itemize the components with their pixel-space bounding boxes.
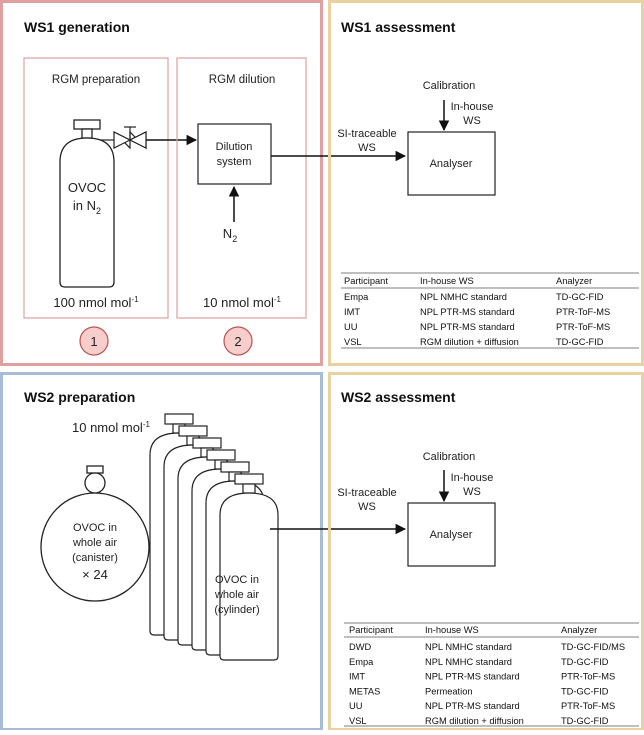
valve-icon: [100, 126, 147, 150]
ws1-cell-r3-c2: TD-GC-FID: [556, 337, 604, 347]
ws2-analyser-label: Analyser: [430, 529, 473, 541]
ws2-cell-r1-c0: Empa: [349, 657, 374, 667]
canister-line1: OVOC in: [73, 522, 117, 534]
ws2-header-analyzer: Analyzer: [561, 625, 597, 635]
rgm-preparation-concentration: 100 nmol mol-1: [53, 295, 139, 310]
cylinder-line1: OVOC in: [215, 574, 259, 586]
ws2-si-traceable-line2: WS: [358, 501, 376, 513]
ws2-cell-r5-c1: RGM dilution + diffusion: [425, 716, 524, 726]
ws2-assessment-panel: WS2 assessment Calibration In-house WS S…: [328, 372, 644, 731]
ws2-inhouse-ws-line2: WS: [463, 486, 481, 498]
ws1-header-analyzer: Analyzer: [556, 276, 592, 286]
ws1-cell-r2-c1: NPL PTR-MS standard: [420, 322, 515, 332]
rgm-preparation-box: RGM preparation OVOC in N2 100 nmol mol-…: [23, 57, 198, 319]
ws1-cell-r0-c0: Empa: [344, 292, 369, 302]
ws2-analyser-box: [407, 502, 496, 567]
ws1-generation-panel: WS1 generation RGM preparation OVOC in N…: [0, 0, 323, 366]
ws1-cell-r3-c0: VSL: [344, 337, 362, 347]
ws2-cell-r0-c2: TD-GC-FID/MS: [561, 642, 625, 652]
ws1-cell-r0-c2: TD-GC-FID: [556, 292, 604, 302]
ws2-header-participant: Participant: [349, 625, 393, 635]
ws2-cell-r0-c1: NPL NMHC standard: [425, 642, 512, 652]
step-2-badge: 2: [223, 326, 253, 356]
ws1-cell-r2-c0: UU: [344, 322, 357, 332]
ws2-cell-r2-c0: IMT: [349, 672, 365, 682]
ws2-cell-r5-c0: VSL: [349, 716, 367, 726]
gas-cylinder-icon: [219, 473, 279, 661]
ws1-header-participant: Participant: [344, 276, 388, 286]
ws1-cell-r1-c0: IMT: [344, 307, 360, 317]
ws1-assessment-title: WS1 assessment: [341, 19, 456, 35]
ws1-assessment-panel: WS1 assessment Calibration In-house WS S…: [328, 0, 644, 366]
dilution-system-line1: Dilution: [216, 141, 253, 153]
dilution-system-box: [197, 123, 272, 185]
ws2-cell-r1-c1: NPL NMHC standard: [425, 657, 512, 667]
dilution-system-line2: system: [217, 156, 252, 168]
cylinder-line2: whole air: [214, 589, 259, 601]
step-1-label: 1: [90, 334, 97, 349]
rgm-dilution-concentration: 10 nmol mol-1: [203, 295, 281, 310]
ws1-cell-r1-c1: NPL PTR-MS standard: [420, 307, 515, 317]
ws2-cell-r3-c2: TD-GC-FID: [561, 686, 609, 696]
ws2-cell-r0-c0: DWD: [349, 642, 371, 652]
ws2-cell-r3-c0: METAS: [349, 686, 380, 696]
ws2-cell-r3-c1: Permeation: [425, 686, 473, 696]
ws1-calibration-label: Calibration: [423, 80, 476, 92]
canister-icon: [40, 465, 150, 602]
ws1-analyser-box: [407, 131, 496, 196]
ws2-calibration-label: Calibration: [423, 451, 476, 463]
ws1-inhouse-ws-line1: In-house: [451, 101, 494, 113]
ws1-si-traceable-line2: WS: [358, 142, 376, 154]
ws2-cell-r4-c2: PTR-ToF-MS: [561, 701, 615, 711]
ws2-assessment-title: WS2 assessment: [341, 389, 456, 405]
ws2-si-traceable-line1: SI-traceable: [337, 487, 396, 499]
rgm-dilution-title: RGM dilution: [209, 74, 275, 86]
ws1-generation-frame: [0, 0, 323, 366]
ws2-inhouse-ws-line1: In-house: [451, 472, 494, 484]
ws2-cell-r2-c2: PTR-ToF-MS: [561, 672, 615, 682]
ws1-cell-r0-c1: NPL NMHC standard: [420, 292, 507, 302]
ws2-cell-r1-c2: TD-GC-FID: [561, 657, 609, 667]
step-2-circle: [223, 326, 253, 356]
rgm-preparation-title: RGM preparation: [52, 74, 140, 86]
ws1-si-traceable-line1: SI-traceable: [337, 128, 396, 140]
canister-line4: × 24: [82, 567, 108, 582]
rgm-preparation-frame: [23, 57, 169, 319]
ws2-participant-table: Participant In-house WS Analyzer DWD NPL …: [344, 622, 639, 727]
ws2-cell-r2-c1: NPL PTR-MS standard: [425, 672, 520, 682]
cylinder-line3: (cylinder): [214, 604, 259, 616]
cylinder-label-line1: OVOC: [68, 180, 106, 195]
cylinder-stack-icon: [149, 413, 279, 661]
ws2-preparation-panel: WS2 preparation 10 nmol mol-1 OVOC in wh…: [0, 372, 323, 731]
ws1-cell-r2-c2: PTR-ToF-MS: [556, 322, 610, 332]
ws1-header-inhouse: In-house WS: [420, 276, 474, 286]
ws1-inhouse-ws-line2: WS: [463, 115, 481, 127]
ws1-cell-r3-c1: RGM dilution + diffusion: [420, 337, 519, 347]
n2-inlet-label: N2: [223, 226, 237, 244]
rgm-dilution-box: RGM dilution Dilution system N2 10 nmol …: [176, 57, 307, 319]
ws1-cell-r1-c2: PTR-ToF-MS: [556, 307, 610, 317]
ws2-preparation-title: WS2 preparation: [24, 389, 135, 405]
canister-line2: whole air: [72, 537, 117, 549]
step-1-circle: [79, 326, 109, 356]
step-1-badge: 1: [79, 326, 109, 356]
cylinder-label-line2: in N2: [73, 198, 101, 216]
ws1-assessment-frame: [328, 0, 644, 366]
ws2-header-inhouse: In-house WS: [425, 625, 479, 635]
ws2-cell-r4-c1: NPL PTR-MS standard: [425, 701, 520, 711]
canister-line3: (canister): [72, 552, 118, 564]
ws2-cell-r4-c0: UU: [349, 701, 362, 711]
ws2-concentration: 10 nmol mol-1: [72, 420, 150, 435]
ws2-cell-r5-c2: TD-GC-FID: [561, 716, 609, 726]
ws1-generation-title: WS1 generation: [24, 19, 130, 35]
rgm-dilution-frame: [176, 57, 307, 319]
step-2-label: 2: [234, 334, 241, 349]
ws1-analyser-label: Analyser: [430, 158, 473, 170]
ovoc-n2-cylinder-icon: [59, 119, 115, 288]
